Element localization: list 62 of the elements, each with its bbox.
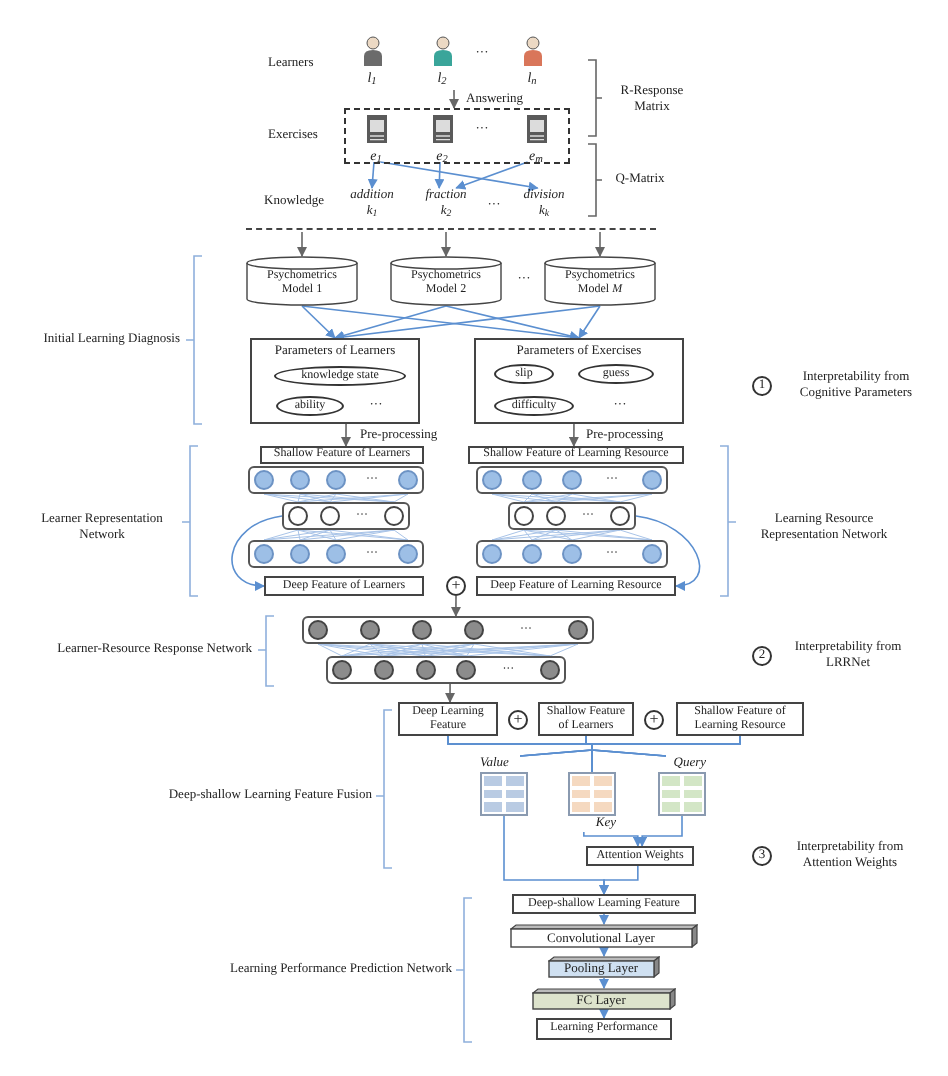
network-layer [248,540,424,568]
network-connections [491,529,653,541]
arrow [379,161,539,192]
process-box [476,576,676,596]
arrow [635,515,701,590]
parameter-ellipse [276,396,344,416]
arrow [441,231,451,257]
arrow [599,865,639,895]
plus-sign: + [513,712,523,728]
arrow [334,305,447,341]
arrow [445,683,456,703]
parameter-ellipse [274,366,406,386]
network-connections [263,529,409,541]
arrow [595,231,605,257]
arrow [568,423,579,447]
network-connections [263,493,409,503]
process-box [586,846,694,866]
arrow [341,423,351,447]
parameter-ellipse [494,396,574,416]
arrow [367,161,378,189]
arrow [599,977,609,989]
dashed-group-box [344,108,570,164]
plus-sign: + [649,712,659,728]
arrow [301,305,336,339]
plus-sign: + [451,578,461,594]
process-box [398,702,498,736]
process-box [264,576,424,596]
network-layer [302,616,594,644]
parameter-ellipse [578,364,654,384]
network-layer [326,656,566,684]
network-connections [317,643,579,657]
arrow [637,815,683,847]
arrow [434,161,445,189]
process-box [468,446,684,464]
arrow [578,305,601,339]
arrow [583,831,643,847]
parameter-panel [250,338,420,424]
network-layer [476,466,668,494]
process-box [260,446,424,464]
parameter-panel [474,338,684,424]
network-layer [476,540,668,568]
arrow [455,161,529,190]
process-box [538,702,634,736]
arrow [334,305,601,342]
process-box [676,702,804,736]
arrow [450,595,461,617]
connector-line [591,735,741,757]
parameter-ellipse [494,364,554,384]
process-box [536,1018,672,1040]
arrow [599,947,609,957]
arrow [599,1009,609,1019]
arrow [445,305,580,341]
network-layer [248,466,424,494]
arrow [599,913,609,925]
network-connections [491,493,653,503]
arrow [449,89,460,109]
separator-line [246,228,656,232]
network-layer [282,502,410,530]
process-box [512,894,696,914]
arrow [231,515,283,590]
arrow [297,231,307,257]
network-layer [508,502,636,530]
